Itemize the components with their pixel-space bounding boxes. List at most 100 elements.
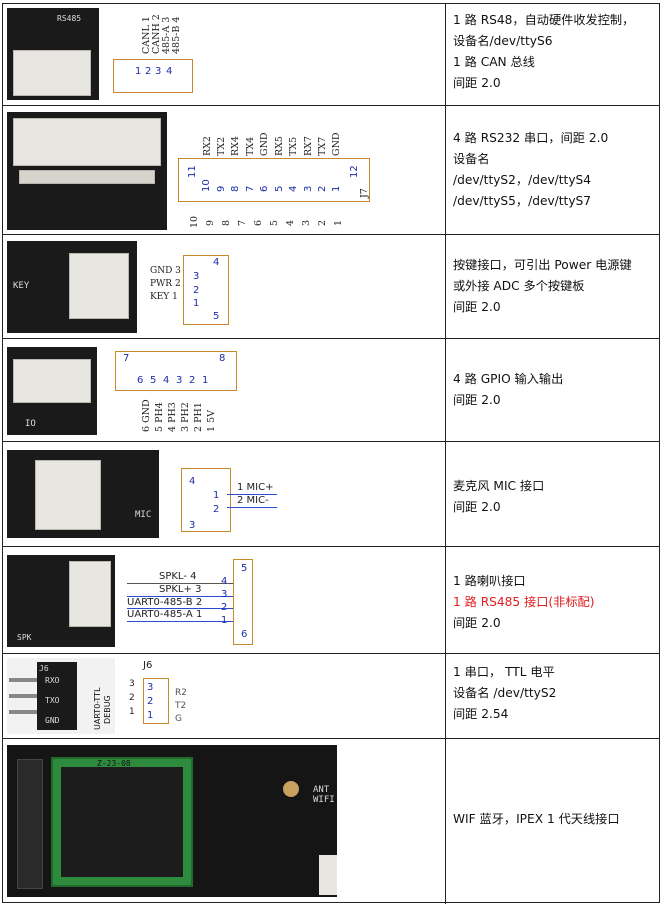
description-line: 间距 2.0	[453, 616, 501, 630]
pin-number: 8	[230, 185, 241, 192]
image-cell: RX2 TX2 RX4 TX4 GND RX5 TX5 RX7 TX7 GND …	[3, 106, 446, 234]
pin-label: 3 PH2	[180, 402, 191, 432]
pin-number: 4	[288, 185, 299, 192]
pin-number: 6	[253, 219, 264, 226]
description-cell: 按键接口，可引出 Power 电源键 或外接 ADC 多个按键板 间距 2.0	[447, 235, 659, 338]
pin-number: 11	[187, 165, 198, 178]
table-row: J6 RXO TXO GND UART0-TTL DEBUG J6 3 2 1 …	[3, 654, 659, 739]
pin-label: RX5	[274, 136, 285, 156]
pin-number: 2	[221, 602, 228, 613]
pin-number: 2	[213, 504, 220, 515]
connector-photo: SPK	[7, 555, 115, 647]
description-line: 设备名	[453, 152, 490, 166]
pin-label: R2	[175, 688, 187, 698]
description-line: 或外接 ADC 多个按键板	[453, 279, 585, 293]
photo-label: TXO	[45, 696, 60, 705]
pin-label: KEY 1	[150, 292, 178, 302]
connector-symbol	[233, 559, 253, 645]
table-row: KEY GND 3 PWR 2 KEY 1 4 3 2 1 5 按键接口，可引出…	[3, 235, 659, 339]
pin-number: 8	[221, 219, 232, 226]
image-cell: KEY GND 3 PWR 2 KEY 1 4 3 2 1 5	[3, 235, 446, 338]
table-row: MIC 4 1 2 3 1 MIC+ 2 MIC- 麦克风 MIC 接口 间距 …	[3, 442, 659, 547]
table-row: SPK SPKL- 4 SPKL+ 3 UART0-485-B 2 UART0-…	[3, 547, 659, 654]
image-cell: IO 6 GND 5 PH4 4 PH3 3 PH2 2 PH1 1 5V 7 …	[3, 339, 446, 441]
photo-label: KEY	[13, 281, 30, 291]
description-cell: 1 路喇叭接口 1 路 RS485 接口(非标配) 间距 2.0	[447, 547, 659, 653]
pin-number: 3	[129, 679, 135, 689]
description-cell: 4 路 RS232 串口，间距 2.0 设备名 /dev/ttyS2，/dev/…	[447, 106, 659, 234]
pin-number: 4	[213, 257, 220, 268]
pin-number: 6	[259, 185, 270, 192]
pin-number: 10	[201, 179, 212, 192]
photo-label: SPK	[17, 633, 32, 642]
photo-label: Z-23-08	[97, 759, 131, 768]
description-line: 间距 2.54	[453, 707, 509, 721]
pin-label: TX2	[216, 136, 227, 156]
connector-symbol	[181, 468, 231, 532]
pin-number: 3	[189, 520, 196, 531]
photo-label: J6	[39, 664, 49, 673]
connector-photo	[7, 112, 167, 230]
description-line: 麦克风 MIC 接口	[453, 479, 545, 493]
pin-number: 4	[166, 66, 173, 77]
pin-number: 3	[176, 375, 183, 386]
pin-number: 2	[147, 696, 154, 707]
pin-number: 1	[331, 185, 342, 192]
pin-label: 1 5V	[206, 410, 217, 432]
image-cell: J6 RXO TXO GND UART0-TTL DEBUG J6 3 2 1 …	[3, 654, 446, 738]
description-line: 间距 2.0	[453, 76, 501, 90]
connector-ref: J7	[359, 188, 370, 198]
pin-number: 2	[145, 66, 152, 77]
image-cell: Z-23-08 ANT WIFI	[3, 739, 446, 904]
photo-label: GND	[45, 716, 60, 725]
pin-label: 2 PH1	[193, 402, 204, 432]
connector-ref: J6	[143, 660, 153, 671]
photo-label: ANT WIFI	[313, 785, 335, 805]
connector-symbol	[143, 678, 169, 724]
pin-label: RX7	[303, 136, 314, 156]
pin-number: 7	[237, 219, 248, 226]
description-line: /dev/ttyS2，/dev/ttyS4	[453, 173, 592, 187]
image-cell: SPK SPKL- 4 SPKL+ 3 UART0-485-B 2 UART0-…	[3, 547, 446, 653]
pin-number: 5	[241, 563, 248, 574]
description-line: 1 路喇叭接口	[453, 574, 526, 588]
description-line: 1 路 CAN 总线	[453, 55, 535, 69]
pin-number: 6	[241, 629, 248, 640]
pin-label: T2	[175, 701, 187, 711]
photo-label: DEBUG	[103, 695, 112, 724]
pin-label: UART0-485-A 1	[127, 609, 203, 620]
description-cell: WIF 蓝牙，IPEX 1 代天线接口	[447, 739, 659, 904]
pin-label: SPKL+ 3	[159, 584, 202, 595]
pin-label: 4 PH3	[167, 402, 178, 432]
pin-number: 2	[129, 693, 135, 703]
connector-photo: IO	[7, 347, 97, 435]
pin-label: GND	[331, 132, 342, 156]
description-line: /dev/ttyS5，/dev/ttyS7	[453, 194, 592, 208]
description-line: 1 串口， TTL 电平	[453, 665, 555, 679]
description-line: 间距 2.0	[453, 300, 501, 314]
pin-label: G	[175, 714, 182, 724]
table-row: RX2 TX2 RX4 TX4 GND RX5 TX5 RX7 TX7 GND …	[3, 106, 659, 235]
pin-number: 4	[285, 219, 296, 226]
connector-photo: RS485	[7, 8, 99, 100]
pin-number: 2	[317, 219, 328, 226]
pin-label: 2 MIC-	[237, 495, 269, 506]
pin-label: PWR 2	[150, 279, 181, 289]
connector-photo: KEY	[7, 241, 137, 333]
image-cell: RS485 CANL 1 CANH 2 485-A 3 485-B 4 1 2 …	[3, 4, 446, 105]
pin-number: 2	[189, 375, 196, 386]
pin-number: 3	[147, 682, 154, 693]
pin-number: 1	[202, 375, 209, 386]
pin-label: TX5	[288, 136, 299, 156]
pin-number: 1	[135, 66, 142, 77]
pin-label: RX2	[202, 136, 213, 156]
pin-number: 1	[213, 490, 220, 501]
pin-label: RX4	[230, 136, 241, 156]
pin-number: 1	[221, 615, 228, 626]
pin-number: 3	[155, 66, 162, 77]
pin-number: 4	[189, 476, 196, 487]
pin-number: 4	[221, 576, 228, 587]
description-cell: 1 串口， TTL 电平 设备名 /dev/ttyS2 间距 2.54	[447, 654, 659, 738]
pin-label: GND 3	[150, 266, 181, 276]
pin-number: 2	[317, 185, 328, 192]
